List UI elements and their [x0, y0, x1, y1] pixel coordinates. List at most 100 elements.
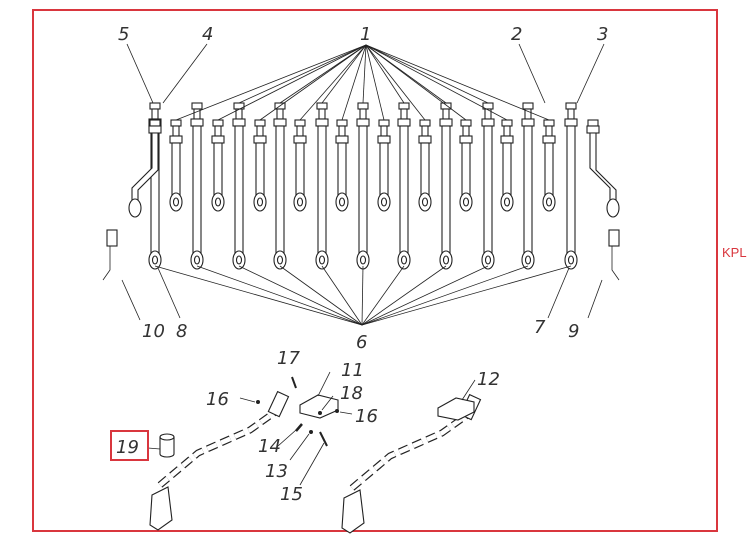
- cable-nut: [212, 119, 224, 127]
- leader-line: [154, 265, 363, 326]
- callout-16-left[interactable]: 16: [206, 389, 229, 410]
- cable-ferrule: [276, 108, 284, 120]
- callout-11[interactable]: 11: [341, 360, 364, 381]
- cable-nut: [397, 118, 411, 127]
- leader-line: [361, 265, 447, 326]
- leader-line: [147, 447, 161, 450]
- leader-line: [365, 44, 447, 104]
- cable-sheath: [441, 125, 451, 254]
- cable-nut: [233, 102, 245, 110]
- callout-12[interactable]: 12: [477, 369, 500, 390]
- pin-14: [295, 423, 303, 432]
- leader-line: [361, 265, 364, 326]
- cable-ferrule: [462, 125, 470, 137]
- cable-nut: [211, 135, 225, 144]
- cable-nut: [169, 135, 183, 144]
- cable-sheath: [255, 142, 265, 196]
- kpl-label: KPL: [722, 245, 747, 260]
- callout-19[interactable]: 19: [116, 437, 139, 458]
- cable-nut: [316, 102, 328, 110]
- leader-line: [518, 43, 546, 104]
- cable-ferrule: [545, 125, 553, 137]
- cable-eye-hole: [296, 197, 304, 207]
- cable-ferrule: [484, 108, 492, 120]
- leader-line: [339, 411, 353, 415]
- leader-line: [361, 265, 405, 326]
- callout-10[interactable]: 10: [142, 321, 165, 342]
- callout-18[interactable]: 18: [340, 383, 363, 404]
- cylinder-19-top: [159, 433, 175, 441]
- callout-6[interactable]: 6: [356, 332, 367, 353]
- callout-1[interactable]: 1: [360, 24, 371, 45]
- callout-9[interactable]: 9: [568, 321, 579, 342]
- leader-line: [279, 265, 363, 326]
- leader-line: [365, 44, 550, 121]
- cable-long: [315, 102, 329, 270]
- callout-3[interactable]: 3: [597, 24, 608, 45]
- callout-13[interactable]: 13: [265, 461, 288, 482]
- cable-eye: [606, 198, 620, 218]
- cable-eye-hole: [545, 197, 553, 207]
- cable-eye-hole: [172, 197, 180, 207]
- cable-ferrule: [421, 125, 429, 137]
- callout-5[interactable]: 5: [118, 24, 129, 45]
- cable-eye-hole: [318, 255, 326, 265]
- cable-ferrule: [338, 125, 346, 137]
- leader-line: [587, 279, 603, 319]
- leader-line: [361, 265, 529, 326]
- leader-line: [576, 43, 605, 104]
- cable-nut: [521, 118, 535, 127]
- cable-sheath: [399, 125, 409, 254]
- cable-nut: [254, 119, 266, 127]
- cable-nut: [377, 135, 391, 144]
- cable-short: [335, 119, 349, 212]
- cable-ferrule: [151, 108, 159, 120]
- ball-13: [309, 430, 313, 434]
- cable-nut: [398, 102, 410, 110]
- cable-nut: [273, 118, 287, 127]
- cable-eye-hole: [235, 255, 243, 265]
- cable-ferrule: [214, 125, 222, 137]
- cable-sheath: [461, 142, 471, 196]
- callout-16-right[interactable]: 16: [355, 406, 378, 427]
- cable-short: [377, 119, 391, 212]
- cable-nut: [149, 119, 161, 127]
- leader-line: [361, 265, 572, 326]
- leader-line: [289, 433, 310, 461]
- diagram-frame: [32, 9, 718, 532]
- callout-8[interactable]: 8: [176, 321, 187, 342]
- cable-sheath: [420, 142, 430, 196]
- leader-line: [461, 379, 476, 401]
- highlight-box-19: [110, 430, 149, 461]
- callout-17[interactable]: 17: [277, 348, 300, 369]
- cable-short: [418, 119, 432, 212]
- leader-line: [196, 265, 363, 326]
- leader-line: [321, 395, 334, 411]
- callout-2[interactable]: 2: [511, 24, 522, 45]
- callout-7[interactable]: 7: [534, 317, 546, 338]
- ball-18: [318, 411, 322, 415]
- leader-line: [365, 44, 508, 121]
- cable-nut: [356, 118, 370, 127]
- callout-4[interactable]: 4: [202, 24, 213, 45]
- cable-nut: [587, 119, 599, 127]
- leader-line: [299, 44, 367, 121]
- bracket-arm: [611, 246, 620, 281]
- cable-sheath: [275, 125, 285, 254]
- leader-line: [361, 265, 489, 326]
- lever-assembly-right: [341, 393, 482, 534]
- leader-line: [157, 267, 181, 319]
- callout-15[interactable]: 15: [280, 484, 303, 505]
- leader-line: [341, 44, 367, 121]
- cable-nut: [191, 102, 203, 110]
- leader-line: [175, 44, 367, 121]
- cable-bend: [589, 132, 617, 201]
- callout-14[interactable]: 14: [258, 436, 281, 457]
- leader-line: [239, 397, 256, 403]
- cable-long: [521, 102, 535, 270]
- cable-short: [253, 119, 267, 212]
- leader-line: [279, 44, 367, 104]
- cable-eye-hole: [151, 255, 159, 265]
